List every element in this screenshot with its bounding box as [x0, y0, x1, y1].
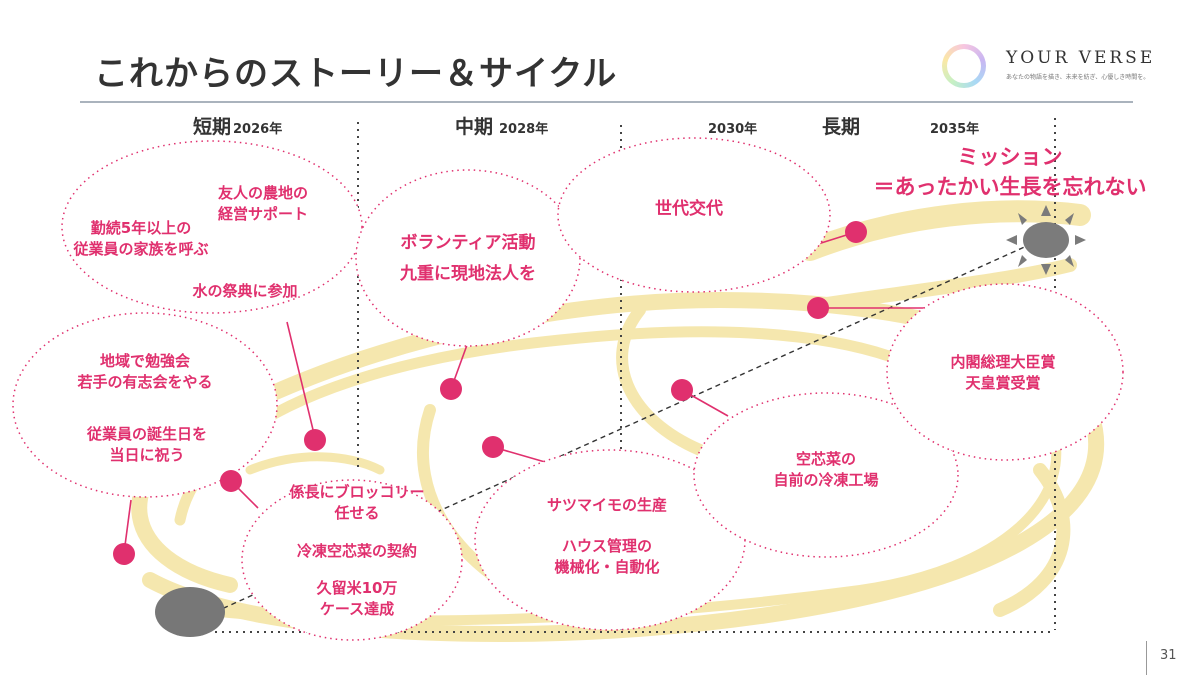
period-mid: 中期 2028年	[455, 112, 548, 139]
mission-line-1: ミッション	[957, 145, 1063, 169]
bubble-short-bottom-text-b: 冷凍空芯菜の契約	[297, 541, 417, 562]
bubble-short-top-text-a: 友人の農地の 経営サポート	[218, 183, 308, 225]
bubble-short-top	[61, 140, 363, 314]
milestone-dot	[304, 429, 326, 451]
bubble-line: 久留米10万	[316, 579, 398, 597]
sun-icon	[1006, 205, 1086, 275]
bubble-line: サツマイモの生産	[546, 496, 668, 514]
sun-ray	[1006, 235, 1017, 245]
swirl-stroke	[245, 452, 385, 475]
bubble-line: 当日に祝う	[109, 446, 185, 464]
milestone-dot	[671, 379, 693, 401]
bubble-long-top-text: 世代交代	[655, 194, 723, 225]
bubble-line: 空芯菜の	[795, 450, 857, 468]
period-short-label: 短期	[193, 116, 232, 138]
period-mid-label: 中期	[455, 116, 494, 138]
bubble-line: ボランティア活動	[400, 233, 536, 253]
bubble-long-right-text: 内閣総理大臣賞 天皇賞受賞	[950, 352, 1055, 394]
bubble-line: 係長にブロッコリー	[289, 483, 425, 501]
milestone-dot	[220, 470, 242, 492]
bubble-line: 内閣総理大臣賞	[950, 353, 1056, 371]
bubble-short-left-text-b: 従業員の誕生日を 当日に祝う	[87, 424, 207, 466]
bubble-line: 若手の有志会をやる	[77, 373, 213, 391]
bubble-line: ハウス管理の	[561, 537, 653, 555]
page-number-divider	[1146, 641, 1147, 675]
bubble-line: 機械化・自動化	[554, 558, 660, 576]
swirl-stroke	[616, 304, 706, 456]
period-long-label: 長期	[822, 116, 861, 138]
connector	[286, 321, 316, 439]
bubble-mid-bottom-text-b: ハウス管理の 機械化・自動化	[554, 536, 659, 578]
milestone-dot	[807, 297, 829, 319]
period-mid-year: 2028年	[499, 122, 549, 137]
bubble-long-middle-text: 空芯菜の 自前の冷凍工場	[773, 449, 878, 491]
bubbles	[12, 137, 1124, 641]
milestone-dot	[482, 436, 504, 458]
bubble-line: 冷凍空芯菜の契約	[296, 542, 418, 560]
bubble-mid-top-text: ボランティア活動 九重に現地法人を	[400, 228, 536, 290]
bubble-line: 地域で勉強会	[99, 352, 191, 370]
milestone-dot	[845, 221, 867, 243]
start-marker	[155, 587, 225, 637]
logo: YOUR VERSE あなたの物語を描き、未来を紡ぎ、心優しき時間を。	[940, 42, 1152, 92]
milestone-dot	[113, 543, 135, 565]
mission-statement: ミッション ＝あったかい生長を忘れない	[874, 142, 1147, 202]
bubble-short-left	[12, 312, 278, 498]
bubble-line: 自前の冷凍工場	[773, 471, 879, 489]
logo-name: YOUR VERSE	[1006, 48, 1156, 68]
bubble-line: 世代交代	[655, 199, 723, 219]
year-2030: 2030年	[708, 122, 758, 137]
bubble-line: 水の祭典に参加	[192, 282, 298, 300]
year-2035: 2035年	[930, 122, 980, 137]
bubble-line: 任せる	[334, 504, 380, 522]
period-short-year: 2026年	[233, 122, 283, 137]
bubble-line: ケース達成	[319, 600, 395, 618]
milestone-dot	[440, 378, 462, 400]
title-underline	[80, 101, 1133, 103]
logo-tagline: あなたの物語を描き、未来を紡ぎ、心優しき時間を。	[1006, 74, 1150, 81]
bubble-line: 勤続5年以上の	[90, 219, 192, 237]
bubble-line: 天皇賞受賞	[965, 374, 1041, 392]
bubble-long-middle	[693, 392, 959, 558]
sun-ray	[1065, 213, 1074, 225]
bubble-line: 友人の農地の	[217, 184, 309, 202]
milestone-dots	[113, 221, 867, 565]
bubble-long-right	[886, 283, 1124, 461]
sun-ray	[1041, 264, 1051, 275]
bubble-line: 従業員の家族を呼ぶ	[73, 240, 209, 258]
sun-ray	[1075, 235, 1086, 245]
sun-ray	[1065, 255, 1074, 267]
sun-core	[1023, 222, 1069, 258]
period-long: 長期	[822, 112, 860, 139]
page-number: 31	[1160, 648, 1177, 663]
bubble-short-top-text-c: 水の祭典に参加	[192, 281, 297, 302]
sun-ray	[1041, 205, 1051, 216]
bubble-line: 従業員の誕生日を	[86, 425, 208, 443]
bubble-line: 九重に現地法人を	[400, 264, 536, 284]
sun-ray	[1018, 255, 1027, 267]
bubble-mid-top	[355, 169, 581, 347]
mission-line-2: ＝あったかい生長を忘れない	[873, 175, 1147, 199]
bubble-long-top	[557, 137, 831, 293]
bubble-short-top-text-b: 勤続5年以上の 従業員の家族を呼ぶ	[73, 218, 208, 260]
sun-ray	[1018, 213, 1027, 225]
logo-ring-icon	[942, 44, 986, 88]
bubble-short-bottom	[241, 479, 463, 641]
bubble-short-bottom-text-c: 久留米10万 ケース達成	[317, 578, 398, 620]
bubble-line: 経営サポート	[217, 205, 309, 223]
page-title: これからのストーリー＆サイクル	[94, 54, 618, 94]
growth-path	[214, 239, 1041, 613]
swirl-stroke	[993, 463, 1071, 617]
bubble-short-bottom-text-a: 係長にブロッコリー 任せる	[289, 482, 424, 524]
bubble-mid-bottom-text-a: サツマイモの生産	[547, 495, 667, 516]
bubble-short-left-text-a: 地域で勉強会 若手の有志会をやる	[77, 351, 212, 393]
